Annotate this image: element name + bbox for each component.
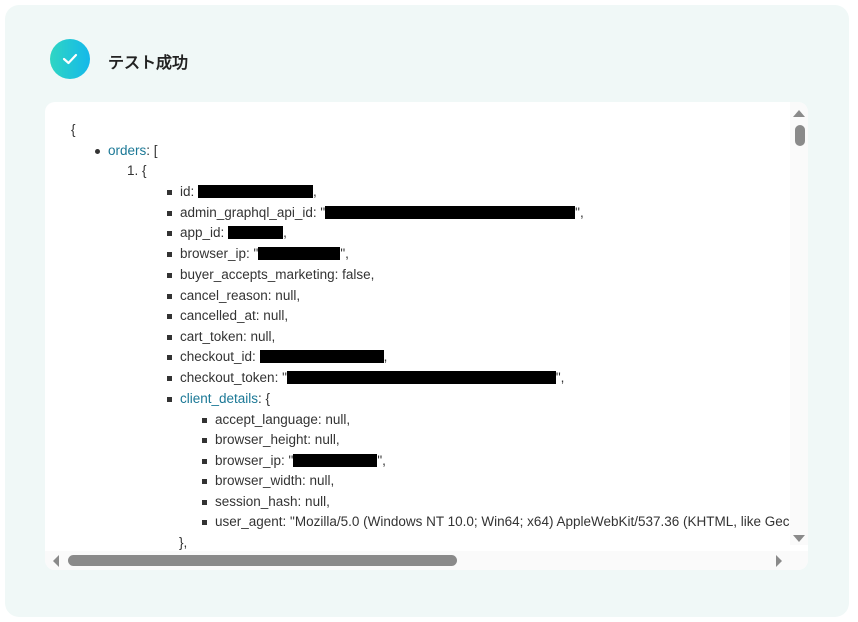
redacted-value xyxy=(293,454,378,467)
field-cancelled-at: cancelled_at: null, xyxy=(166,308,289,323)
client-field-browser-ip: browser_ip: " ", xyxy=(202,453,386,469)
horizontal-scroll-thumb[interactable] xyxy=(68,555,457,566)
field-admin-graphql-api-id: admin_graphql_api_id: " ", xyxy=(167,205,584,221)
orders-suffix: : [ xyxy=(146,143,158,158)
field-suffix: , xyxy=(383,349,388,364)
redacted-value xyxy=(259,350,384,363)
redacted-value xyxy=(325,206,576,219)
client-details-link[interactable]: client_details xyxy=(180,391,259,406)
close-brace: }, xyxy=(179,535,188,550)
scroll-up-arrow-icon[interactable] xyxy=(793,110,805,117)
json-viewer[interactable]: { orders: [ 1. { id: , admin_graphql_api… xyxy=(45,102,808,570)
vertical-scroll-thumb[interactable] xyxy=(795,125,805,146)
scroll-down-arrow-icon[interactable] xyxy=(793,535,805,542)
field-checkout-id: checkout_id: , xyxy=(166,349,388,365)
field-suffix: ", xyxy=(575,205,584,220)
orders-link[interactable]: orders xyxy=(108,143,147,158)
field-app-id: app_id: , xyxy=(167,225,287,241)
field-suffix: ", xyxy=(340,246,349,261)
vertical-scrollbar[interactable] xyxy=(790,102,808,545)
open-brace: { xyxy=(71,122,76,137)
redacted-value xyxy=(286,371,556,384)
field-suffix: , xyxy=(313,184,317,199)
field-id: id: , xyxy=(167,184,317,200)
field-suffix: , xyxy=(283,225,287,240)
field-key: checkout_id: xyxy=(180,349,256,364)
client-field-browser-height: browser_height: null, xyxy=(202,432,340,447)
scroll-right-arrow-icon[interactable] xyxy=(776,555,782,567)
field-key: browser_ip: " xyxy=(180,246,259,261)
redacted-value xyxy=(228,226,284,239)
client-field-accept-language: accept_language: null, xyxy=(201,412,351,427)
client-field-session-hash: session_hash: null, xyxy=(202,494,330,509)
field-key: browser_ip: " xyxy=(215,453,294,468)
check-circle-icon xyxy=(50,39,90,79)
field-key: id: xyxy=(180,184,195,199)
orders-key: orders: [ xyxy=(95,143,158,159)
item-index: 1. { xyxy=(127,163,147,178)
field-suffix: ", xyxy=(555,370,565,385)
scroll-left-arrow-icon[interactable] xyxy=(53,555,59,567)
client-field-browser-width: browser_width: null, xyxy=(201,473,335,488)
client-details-suffix: : { xyxy=(258,391,271,406)
field-key: app_id: xyxy=(180,225,225,240)
page-title: テスト成功 xyxy=(108,55,189,72)
field-browser-ip: browser_ip: " ", xyxy=(167,246,349,262)
field-checkout-token: checkout_token: " ", xyxy=(166,370,565,386)
field-cancel-reason: cancel_reason: null, xyxy=(166,288,301,303)
field-key: checkout_token: " xyxy=(180,370,287,385)
redacted-value xyxy=(198,185,314,198)
client-field-user-agent: user_agent: "Mozilla/5.0 (Windows NT 10.… xyxy=(201,514,808,529)
field-suffix: ", xyxy=(377,453,386,468)
field-key: admin_graphql_api_id: " xyxy=(180,205,326,220)
redacted-value xyxy=(258,247,341,260)
client-details-key: client_details: { xyxy=(166,391,271,407)
field-cart-token: cart_token: null, xyxy=(166,329,276,344)
field-buyer-accepts-marketing: buyer_accepts_marketing: false, xyxy=(166,267,375,282)
